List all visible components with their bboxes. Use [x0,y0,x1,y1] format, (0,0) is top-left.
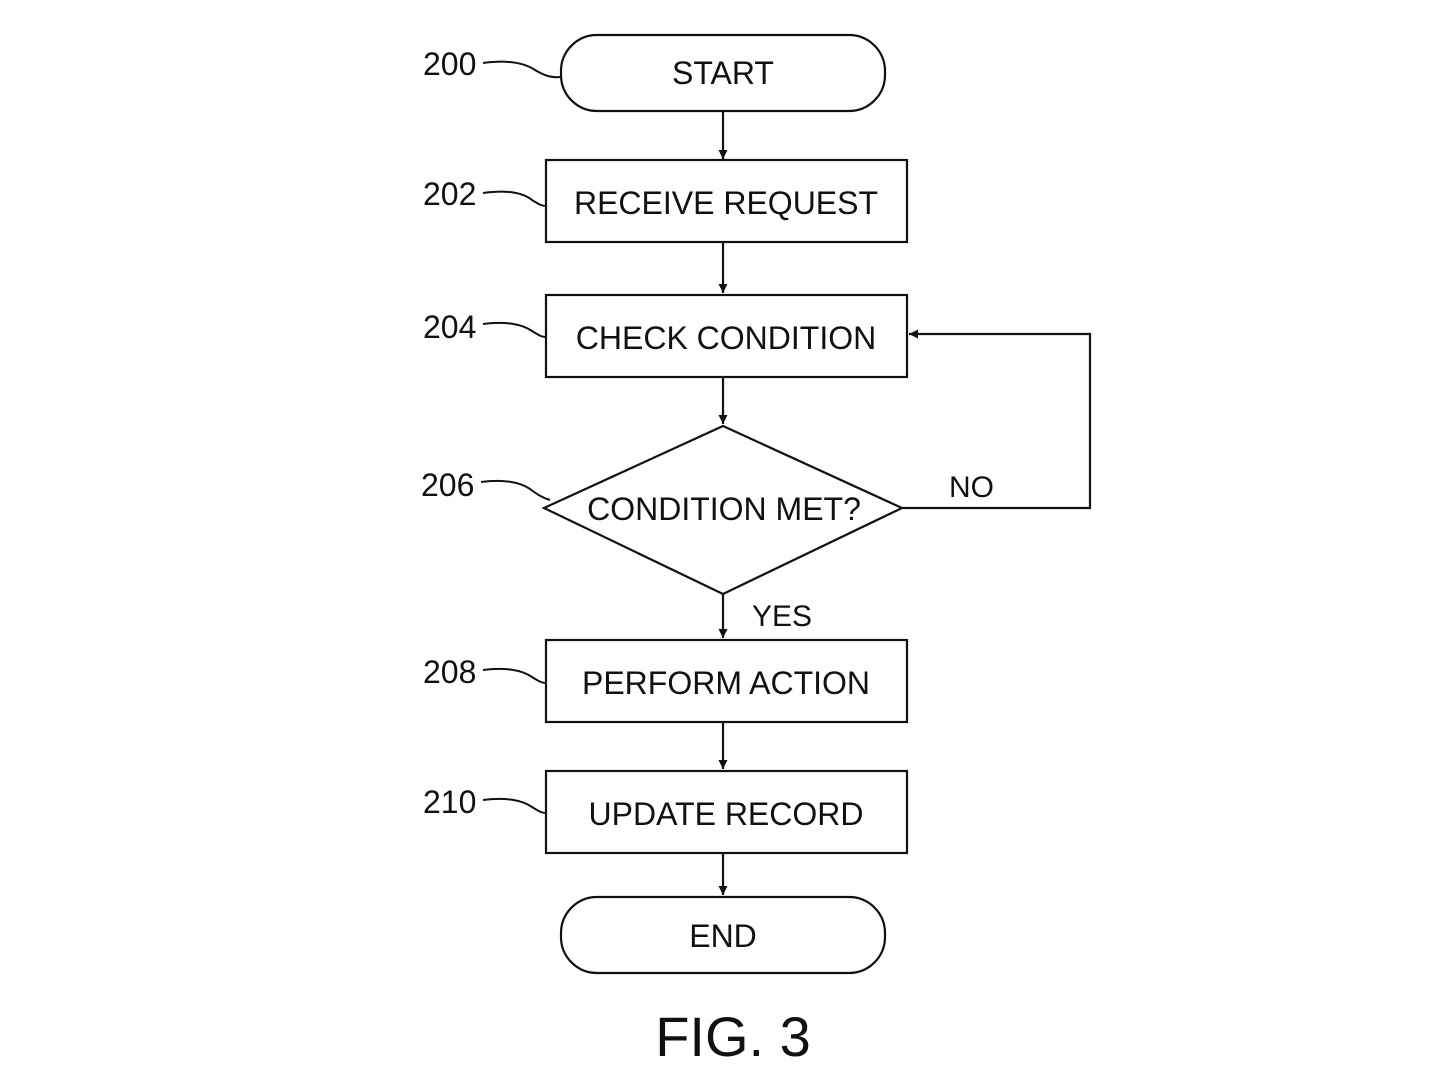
update-record-node: UPDATE RECORD [546,771,907,853]
ref-202: 202 [423,176,476,212]
leader-200 [483,62,561,78]
yes-label: YES [752,600,812,633]
ref-200: 200 [423,46,476,82]
leader-204 [483,323,546,337]
no-label: NO [949,471,994,504]
update-record-label: UPDATE RECORD [589,796,864,832]
leader-210 [483,799,546,813]
condition-met-label: CONDITION MET? [587,491,861,527]
start-label: START [672,55,774,91]
figure-label: FIG. 3 [655,1005,811,1068]
end-node: END [561,897,885,973]
ref-208: 208 [423,654,476,690]
check-condition-node: CHECK CONDITION [546,295,907,377]
leader-206 [481,481,550,500]
leader-208 [483,669,546,683]
arrow-no-loop [902,334,1090,508]
leader-202 [483,192,546,206]
ref-210: 210 [423,784,476,820]
receive-request-node: RECEIVE REQUEST [546,160,907,242]
end-label: END [689,918,757,954]
ref-204: 204 [423,309,476,345]
start-node: START [561,35,885,111]
receive-request-label: RECEIVE REQUEST [574,185,878,221]
check-condition-label: CHECK CONDITION [576,320,876,356]
ref-206: 206 [421,467,474,503]
perform-action-node: PERFORM ACTION [546,640,907,722]
condition-met-decision: CONDITION MET? [544,426,902,594]
perform-action-label: PERFORM ACTION [582,665,870,701]
